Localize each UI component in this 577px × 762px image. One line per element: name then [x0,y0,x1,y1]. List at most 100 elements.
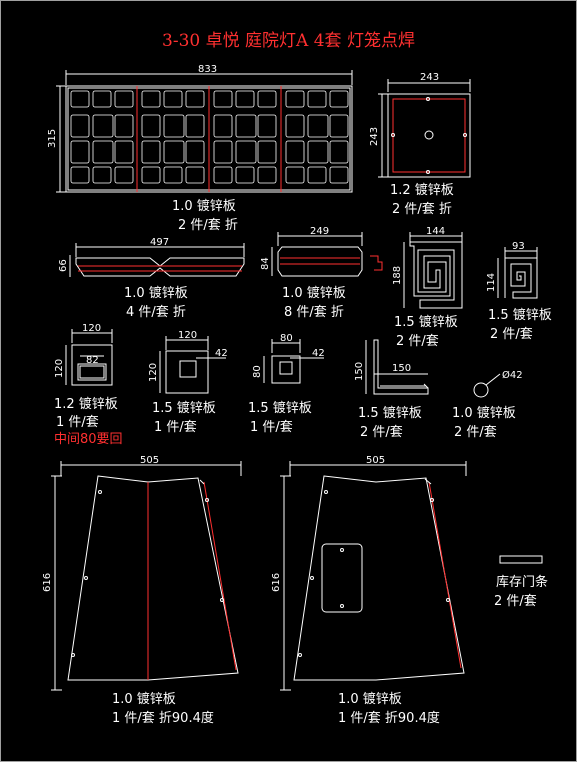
panel-window [257,140,277,164]
part-large-panel-right: 505 616 [271,455,467,691]
panel-window [235,166,255,184]
label-qty-p13: 1 件/套 折90.4度 [338,711,440,726]
panel-window [92,166,112,184]
label-material-p6: 1.5 镀锌板 [488,308,552,323]
label-material-p1: 1.0 镀锌板 [172,199,236,214]
dim-plate-80-h: 80 [252,365,263,378]
panel-window [141,114,161,138]
panel-window [92,114,114,138]
panel-window [70,140,90,164]
panel-window [70,114,90,138]
part-spiral-93: 93 114 [486,241,538,299]
part-door-strip [499,555,543,564]
panel-window [307,90,327,108]
label-material-p5: 1.5 镀锌板 [394,315,458,330]
label-material-p4: 1.0 镀锌板 [282,286,346,301]
dim-243-h: 243 [369,127,380,146]
panel-window [185,140,205,164]
part-strip-497: 497 66 [58,237,245,277]
part-angle-150: 150 150 [354,339,429,395]
dim-497: 497 [150,237,169,248]
label-qty-p11: 2 件/套 [454,425,497,440]
label-qty-p6: 2 件/套 [490,327,533,342]
dim-93: 93 [512,241,525,252]
dim-616-left: 616 [42,573,53,592]
dim-315: 315 [47,129,58,148]
panel-window [285,90,305,108]
dim-66: 66 [58,259,69,272]
dim-120-h: 120 [54,359,65,378]
panel-window [114,166,134,184]
panel-window [185,114,205,138]
part-plate-80: 80 42 80 [252,333,325,384]
dim-616-right: 616 [271,573,282,592]
part-disc-42: Ø42 [473,369,523,398]
dim-150-w: 150 [392,363,411,374]
label-qty-p2: 2 件/套 折 [392,202,452,217]
label-material-p12: 1.0 镀锌板 [112,692,176,707]
panel-window [257,166,277,184]
dim-249: 249 [310,226,329,237]
dim-114: 114 [486,273,497,292]
dim-82: 82 [86,355,99,366]
label-note-p7: 中间80要回 [54,432,123,447]
label-qty-p14: 2 件/套 [494,594,537,609]
label-material-p9: 1.5 镀锌板 [248,401,312,416]
part-frame-120: 120 120 82 [54,323,113,386]
dim-plate-120-w: 120 [178,330,197,341]
panel-window [213,140,233,164]
panel-window [285,140,305,164]
label-qty-p8: 1 件/套 [154,420,197,435]
dim-150-h: 150 [354,362,365,381]
dim-plate-80-w: 80 [280,333,293,344]
panel-window [163,140,185,164]
label-qty-p9: 1 件/套 [250,420,293,435]
drawing-title: 3-30 卓悦 庭院灯A 4套 灯笼点焊 [162,31,415,51]
part-spiral-144: 144 188 [392,226,463,309]
dim-84: 84 [260,257,271,270]
part-large-panel-left: 505 616 [42,455,242,691]
label-material-p2: 1.2 镀锌板 [390,183,454,198]
part-plate-120: 120 42 120 [148,330,228,394]
panel-window [235,90,255,108]
label-material-p10: 1.5 镀锌板 [358,406,422,421]
label-qty-p7: 1 件/套 [56,415,99,430]
panel-window [163,114,185,138]
panel-window [92,90,112,108]
dim-42: 42 [215,348,228,359]
panel-window [141,140,161,164]
panel-window [141,166,161,184]
label-material-p11: 1.0 镀锌板 [452,406,516,421]
dim-505-right: 505 [366,455,385,466]
panel-window [329,140,349,164]
label-qty-p5: 2 件/套 [396,334,439,349]
dim-42b: 42 [312,348,325,359]
panel-window [235,114,257,138]
label-qty-p4: 8 件/套 折 [284,305,344,320]
label-material-p7: 1.2 镀锌板 [54,397,118,412]
label-material-p8: 1.5 镀锌板 [152,401,216,416]
label-material-p13: 1.0 镀锌板 [338,692,402,707]
panel-window [307,114,329,138]
panel-window [163,90,183,108]
panel-window [70,90,90,108]
panel-window [114,140,134,164]
panel-window [329,166,349,184]
part-square-243: 243 243 [369,72,471,178]
panel-window [213,114,233,138]
label-qty-p10: 2 件/套 [360,425,403,440]
dim-144: 144 [426,226,445,237]
dim-188: 188 [392,266,403,285]
panel-window [114,114,134,138]
label-material-p14: 库存门条 [496,575,549,590]
panel-window [235,140,257,164]
dim-505-left: 505 [140,455,159,466]
panel-window [329,90,349,108]
label-qty-p12: 1 件/套 折90.4度 [112,711,214,726]
part-panel-833: 833 315 [47,64,353,193]
panel-window [329,114,349,138]
panel-window [141,90,161,108]
label-material-p3: 1.0 镀锌板 [124,286,188,301]
part-rail-249: 249 84 [260,226,383,277]
